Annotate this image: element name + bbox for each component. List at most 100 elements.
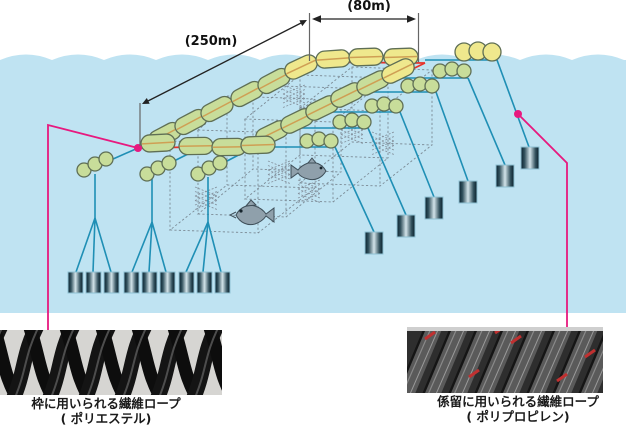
rope-highlight <box>50 330 75 395</box>
rope-strand <box>425 327 469 393</box>
float-capsule <box>174 108 208 136</box>
sinker-weight-block <box>123 271 140 294</box>
rope-highlight <box>194 330 219 395</box>
width-dimension-label: (80m) <box>347 0 391 14</box>
triplet-buoy <box>454 41 502 62</box>
rope-junction-dot <box>514 110 522 118</box>
rope-strand <box>555 327 599 393</box>
mooring-rope-line <box>435 91 469 182</box>
triplet-buoy <box>76 151 114 178</box>
fish-eye <box>239 209 243 213</box>
rope-highlight <box>14 330 39 395</box>
float-capsule <box>315 49 351 69</box>
rope-fiber <box>454 327 485 393</box>
triplet-buoy <box>364 96 404 114</box>
red-tracer-thread <box>510 334 522 345</box>
mooring-rope-line <box>334 146 375 233</box>
mooring-rope-line <box>94 217 112 273</box>
mooring-rope-line <box>151 221 167 273</box>
rope-strand <box>203 330 222 391</box>
triplet-buoys <box>76 41 502 182</box>
anchor-block <box>495 164 515 188</box>
rope-strand <box>581 340 603 393</box>
float-capsule <box>240 135 276 155</box>
length-dimension-arrow <box>144 20 305 104</box>
frame-rope-highlight-left <box>47 123 139 330</box>
anchor-block <box>458 180 478 204</box>
red-tracer-thread <box>556 372 568 383</box>
triplet-buoy <box>400 76 440 94</box>
sinker-weight-block <box>85 271 102 294</box>
rope-fiber <box>480 327 511 393</box>
float-capsule <box>211 137 247 157</box>
rope-fiber <box>409 327 440 393</box>
arrowhead <box>299 20 307 27</box>
sinker-weight-block <box>178 271 195 294</box>
mooring-rope-line <box>148 221 153 273</box>
mooring-rope-line <box>399 111 435 198</box>
sinker-weights <box>67 271 231 294</box>
float-capsule <box>348 47 384 67</box>
net-mesh-patch <box>194 186 218 210</box>
net-mesh-patch <box>267 160 291 184</box>
mooring-rope-line <box>496 59 530 148</box>
rope-fiber <box>506 327 537 393</box>
mooring-rope-line <box>131 221 153 273</box>
rope-fiber <box>435 327 466 393</box>
rope-junction-dot <box>134 144 142 152</box>
frame-rope-caption: 枠に用いられる繊維ロープ ( ポリエステル) <box>0 396 212 426</box>
fish-group <box>228 157 327 226</box>
frame-rope-caption-line2: ( ポリエステル) <box>60 411 152 426</box>
anchor-block <box>364 231 384 255</box>
net-mesh-patch <box>297 179 321 203</box>
sinker-weight-block <box>214 271 231 294</box>
mooring-rope-caption: 係留に用いられる繊維ロープ ( ポリプロピレン) <box>420 394 616 424</box>
rope-strand <box>477 327 521 393</box>
arrowhead <box>142 98 150 104</box>
rope-strand <box>503 327 547 393</box>
rope-fiber <box>407 327 433 385</box>
fish-eye <box>319 166 323 170</box>
rope-fiber <box>539 327 570 393</box>
float-capsule <box>140 133 176 153</box>
triplet-buoy <box>299 131 339 149</box>
red-tracer-thread <box>424 330 436 341</box>
mooring-rope-highlight-right <box>517 113 568 327</box>
rope-fiber <box>513 327 544 393</box>
dimension-annotations <box>139 13 420 146</box>
frame-rope-photo <box>0 330 222 395</box>
twisted-rope-image <box>407 327 603 393</box>
mooring-rope-line <box>75 217 96 273</box>
mooring-rope-caption-line1: 係留に用いられる繊維ロープ <box>437 394 599 409</box>
mooring-rope-caption-line2: ( ポリプロピレン) <box>466 409 570 424</box>
sinker-weight-block <box>159 271 176 294</box>
length-dimension-label: (250m) <box>184 34 238 49</box>
red-tracer-thread <box>468 368 480 379</box>
anchor-block <box>396 214 416 238</box>
anchor-block <box>424 196 444 220</box>
sinker-weight-block <box>103 271 120 294</box>
rope-strand <box>529 327 573 393</box>
rope-highlight <box>158 330 183 395</box>
mooring-rope-line <box>202 221 209 273</box>
triplet-buoy <box>432 61 472 79</box>
red-tracer-thread <box>584 348 596 359</box>
rope-fiber <box>591 367 603 393</box>
mooring-ropes <box>75 59 530 273</box>
mooring-rope-line <box>92 217 96 273</box>
sinker-weight-block <box>141 271 158 294</box>
rope-fiber <box>584 349 603 393</box>
fish-icon <box>290 157 327 181</box>
sea-water <box>0 54 626 313</box>
fish-icon <box>228 199 275 226</box>
anchor-block <box>520 146 540 170</box>
rope-strand <box>407 327 443 393</box>
rope-fiber <box>487 327 518 393</box>
triplet-buoy <box>190 155 228 182</box>
anchor-blocks <box>364 146 540 255</box>
rope-fiber <box>461 327 492 393</box>
sinker-weight-block <box>67 271 84 294</box>
rope-highlight <box>122 330 147 395</box>
